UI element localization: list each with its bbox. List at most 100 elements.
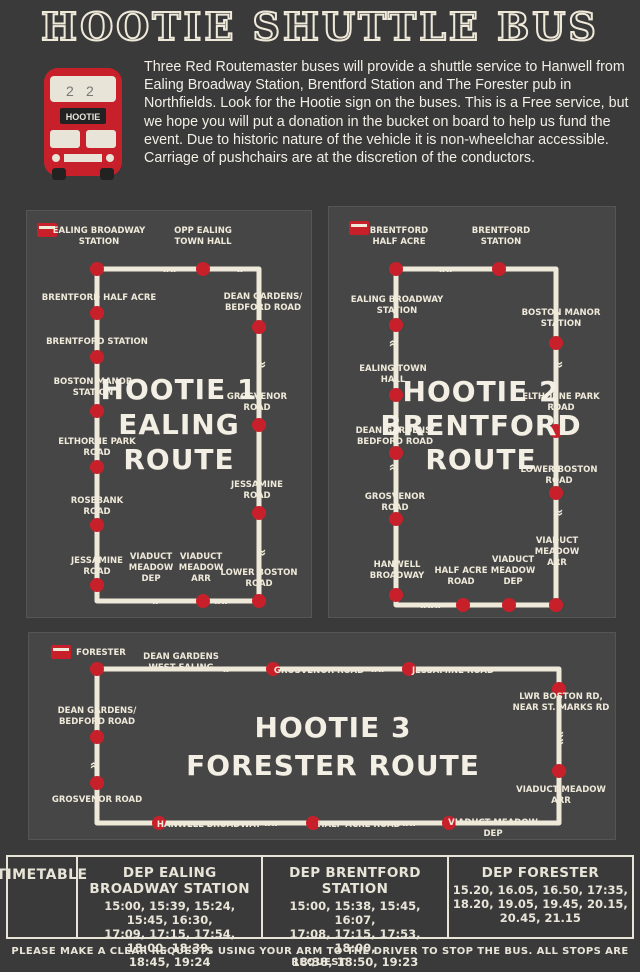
- svg-text:»»: »»: [439, 261, 453, 276]
- stop-label: DEAN GARDENS/BEDFORD ROAD: [224, 292, 304, 313]
- svg-text:»: »: [553, 509, 568, 516]
- svg-text:»: »: [553, 361, 568, 368]
- page-title: HOOTIE SHUTTLE BUS: [40, 3, 599, 50]
- stop-half-acre: [306, 816, 320, 830]
- stop-brentford-half: [389, 262, 403, 276]
- svg-text:»: »: [85, 762, 100, 769]
- svg-text:2: 2: [86, 83, 94, 99]
- stop-jessamine-l: [90, 578, 104, 592]
- stop-brentford-half: [90, 306, 104, 320]
- stop-ealing-broadway: [389, 318, 403, 332]
- stop-boston-manor: [90, 404, 104, 418]
- stop-rosebank: [90, 518, 104, 532]
- timetable-times: 18:45, 19:24: [128, 955, 211, 969]
- timetable-times: 17:09, 17:15, 17:54, 18:00, 18:39,: [104, 927, 236, 955]
- routemaster-bus-illustration: 2 2 HOOTIE: [44, 68, 122, 180]
- stop-grosvenor-left: [90, 776, 104, 790]
- timetable-heading: DEP EALING BROADWAY STATION: [89, 865, 250, 897]
- stop-half-acre: [456, 598, 470, 612]
- timetable-times: 18.20, 19.05, 19.45, 20.15,: [452, 897, 628, 911]
- stop-viaduct-dep: [442, 816, 456, 830]
- stop-lwr-boston: [552, 682, 566, 696]
- stop-boston-manor: [549, 336, 563, 350]
- bus-icon: [349, 221, 369, 235]
- stop-grosvenor: [389, 512, 403, 526]
- stop-dean-gardens: [389, 446, 403, 460]
- stop-jessamine-r: [252, 506, 266, 520]
- bus-icon: [51, 645, 71, 659]
- svg-text:»»: »»: [371, 661, 385, 676]
- svg-text:2: 2: [66, 83, 74, 99]
- stop-ealing-broadway: [90, 262, 104, 276]
- timetable-times: 20.45, 21.15: [499, 911, 581, 925]
- stop-elthorne: [549, 424, 563, 438]
- stop-dean-gardens: [252, 320, 266, 334]
- stop-label: BRENTFORD STATION: [46, 337, 148, 347]
- timetable-times: 15.20, 16.05, 16.50, 17:35,: [452, 883, 628, 897]
- svg-text:»: »: [256, 361, 271, 368]
- stop-jessamine: [402, 662, 416, 676]
- svg-text:»: »: [237, 261, 244, 276]
- stop-label: HALF ACRE ROAD: [317, 820, 400, 830]
- stop-lower-boston: [549, 486, 563, 500]
- stop-brentford-station: [90, 350, 104, 364]
- stop-label: FORESTER: [76, 648, 126, 658]
- stop-brentford-station: [492, 262, 506, 276]
- timetable-column-forester: DEP FORESTER 15.20, 16.05, 16.50, 17:35,…: [449, 857, 632, 937]
- stop-hanwell: [389, 588, 403, 602]
- stop-elthorne: [90, 460, 104, 474]
- stop-label: DEAN GARDENS/BEDFORD ROAD: [356, 426, 436, 447]
- stop-lower-boston: [252, 594, 266, 608]
- svg-text:»»: »»: [163, 261, 177, 276]
- timetable-heading: DEP BRENTFORD STATION: [289, 865, 421, 897]
- stop-viaduct-arr: [552, 764, 566, 778]
- bus-sign: HOOTIE: [66, 112, 101, 122]
- stop-dean-gardens-bed: [90, 730, 104, 744]
- stop-label: DEAN GARDENS/BEDFORD ROAD: [58, 706, 138, 727]
- stop-label: GROSVENOR ROAD: [274, 666, 364, 676]
- stop-label: LWR BOSTON RD,NEAR ST. MARKS RD: [513, 692, 610, 713]
- footer-note: PLEASE MAKE A CLEAR REQUESTS USING YOUR …: [11, 946, 629, 968]
- stop-label: BRENTFORD HALF ACRE: [42, 293, 157, 303]
- stop-viaduct-arr: [196, 594, 210, 608]
- svg-text:««: ««: [213, 593, 227, 608]
- intro-text: Three Red Routemaster buses will provide…: [144, 59, 629, 167]
- timetable-label: TIMETABLE: [0, 857, 87, 937]
- stop-label: HANWELL BROADWAY: [157, 820, 262, 830]
- stop-viaduct-arr: [549, 598, 563, 612]
- svg-text:»»: »»: [554, 731, 569, 745]
- stop-label: JESSAMINE ROAD: [411, 666, 494, 676]
- svg-text:«: «: [151, 593, 158, 608]
- svg-text:«««: «««: [419, 597, 441, 612]
- stop-forester: [90, 662, 104, 676]
- stop-dean-gardens-we: [266, 662, 280, 676]
